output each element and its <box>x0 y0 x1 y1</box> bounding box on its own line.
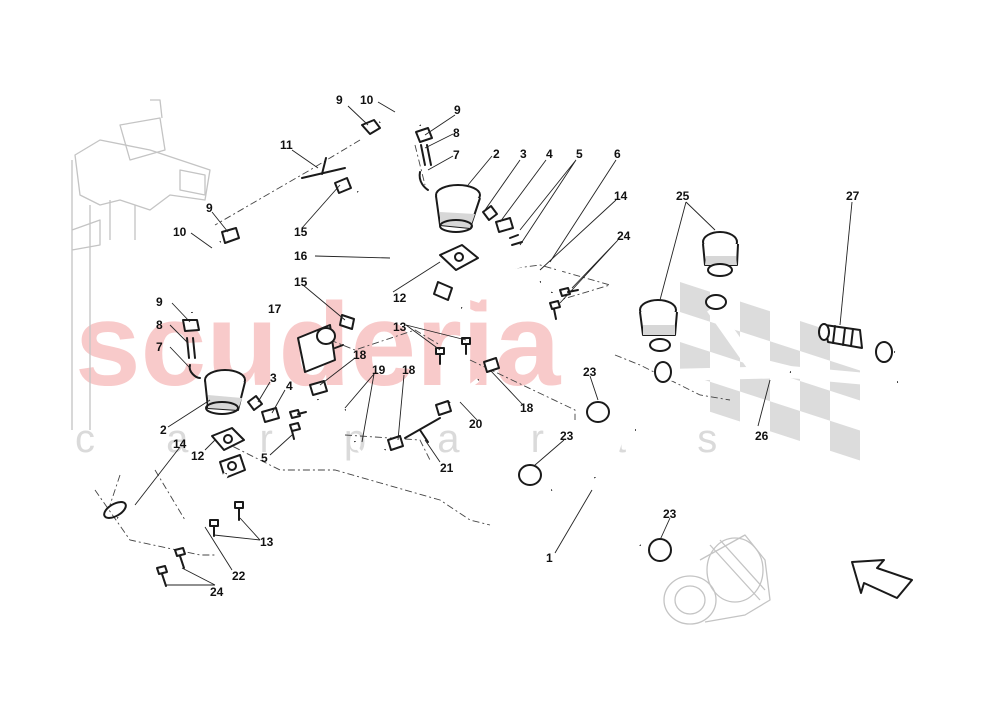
lower-pipe <box>103 454 246 535</box>
callout-6: 6 <box>614 147 621 161</box>
callout-8: 8 <box>453 126 460 140</box>
direction-arrow-icon <box>851 559 913 599</box>
engine-block-outline <box>71 99 211 430</box>
callout-2: 2 <box>160 423 167 437</box>
leader-lines <box>134 101 853 586</box>
callout-15: 15 <box>294 225 308 239</box>
callout-25: 25 <box>676 189 690 203</box>
callout-5: 5 <box>261 451 268 465</box>
small-hoses <box>309 357 500 459</box>
bolts <box>156 287 579 587</box>
callout-22: 22 <box>232 569 246 583</box>
callout-14: 14 <box>173 437 187 451</box>
callout-23: 23 <box>663 507 677 521</box>
callout-5: 5 <box>576 147 583 161</box>
callout-14: 14 <box>614 189 628 203</box>
callout-8: 8 <box>156 318 163 332</box>
callout-labels: 9 10 9 8 7 11 2 3 4 5 6 14 24 25 27 9 10… <box>156 93 860 599</box>
upper-air-valve <box>435 184 523 246</box>
callout-24: 24 <box>617 229 631 243</box>
callout-13: 13 <box>260 535 274 549</box>
callout-27: 27 <box>846 189 860 203</box>
callout-9: 9 <box>454 103 461 117</box>
callout-2: 2 <box>493 147 500 161</box>
callout-15: 15 <box>294 275 308 289</box>
callout-1: 1 <box>546 551 553 565</box>
callout-9: 9 <box>336 93 343 107</box>
callout-18: 18 <box>402 363 416 377</box>
upper-gasket <box>439 244 479 271</box>
left-hose <box>182 227 240 379</box>
callout-24: 24 <box>210 585 224 599</box>
callout-16: 16 <box>294 249 308 263</box>
callout-9: 9 <box>206 201 213 215</box>
callout-18: 18 <box>520 401 534 415</box>
lower-air-valve <box>204 369 280 423</box>
callout-12: 12 <box>191 449 205 463</box>
tee-fitting <box>301 157 352 194</box>
coolant-hose <box>518 401 672 562</box>
callout-7: 7 <box>156 340 163 354</box>
callout-23: 23 <box>583 365 597 379</box>
callout-4: 4 <box>286 379 293 393</box>
callout-12: 12 <box>393 291 407 305</box>
callout-18: 18 <box>353 348 367 362</box>
callout-13: 13 <box>393 320 407 334</box>
callout-3: 3 <box>520 147 527 161</box>
callout-10: 10 <box>360 93 374 107</box>
callout-3: 3 <box>270 371 277 385</box>
callout-10: 10 <box>173 225 187 239</box>
callout-11: 11 <box>280 138 293 152</box>
callout-4: 4 <box>546 147 553 161</box>
callout-19: 19 <box>372 363 386 377</box>
callout-7: 7 <box>453 148 460 162</box>
turbo-housing-outline <box>663 534 771 625</box>
upper-pipe <box>433 255 563 324</box>
callout-9: 9 <box>156 295 163 309</box>
valve-canister <box>297 324 344 373</box>
callout-21: 21 <box>440 461 454 475</box>
lower-gasket <box>211 427 245 451</box>
callout-20: 20 <box>469 417 483 431</box>
top-hose <box>361 111 433 191</box>
callout-17: 17 <box>268 302 282 316</box>
y-pipe-assembly <box>639 231 924 388</box>
callout-26: 26 <box>755 429 769 443</box>
callout-23: 23 <box>560 429 574 443</box>
